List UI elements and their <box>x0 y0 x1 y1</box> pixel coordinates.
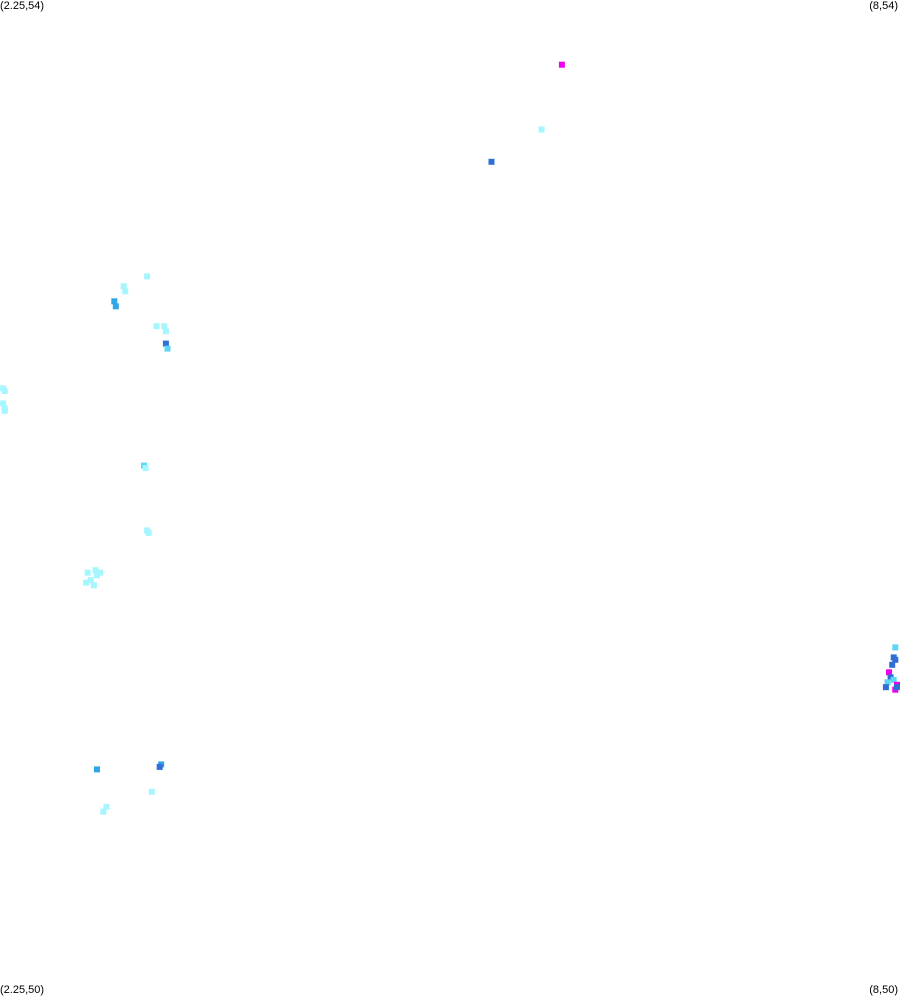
data-point-22 <box>92 567 99 574</box>
corner-label-top-left: (2.25,54) <box>0 0 45 12</box>
corner-label-top-right: (8,54) <box>869 0 898 12</box>
data-point-31 <box>892 656 899 663</box>
data-point-35 <box>890 676 897 683</box>
data-point-23 <box>94 572 100 579</box>
data-point-38 <box>882 684 889 691</box>
data-point-40 <box>893 684 900 691</box>
corner-label-bottom-right: (8,50) <box>869 984 898 996</box>
data-point-5 <box>122 288 129 295</box>
data-point-42 <box>156 763 163 770</box>
data-point-43 <box>94 766 100 773</box>
data-point-21 <box>145 529 152 536</box>
data-point-14 <box>1 387 8 394</box>
data-point-19 <box>142 465 149 472</box>
data-point-3 <box>144 273 151 280</box>
data-point-44 <box>148 788 155 795</box>
data-point-26 <box>87 577 94 584</box>
data-point-2 <box>488 158 495 165</box>
data-point-9 <box>161 323 168 330</box>
data-point-10 <box>162 328 169 335</box>
data-point-8 <box>153 323 160 330</box>
data-point-29 <box>892 644 899 651</box>
data-point-4 <box>120 283 127 290</box>
data-point-15 <box>0 400 7 407</box>
data-point-28 <box>90 582 97 589</box>
data-point-1 <box>538 126 545 133</box>
data-point-0 <box>558 61 565 68</box>
data-point-17 <box>1 407 8 414</box>
data-point-34 <box>887 674 894 681</box>
data-point-24 <box>97 569 104 576</box>
data-point-36 <box>884 679 891 686</box>
data-point-46 <box>100 808 107 815</box>
data-point-12 <box>164 345 171 352</box>
data-point-6 <box>111 298 118 305</box>
data-point-33 <box>886 669 892 676</box>
data-point-27 <box>83 579 90 586</box>
data-point-7 <box>112 303 119 310</box>
corner-label-bottom-left: (2.25,50) <box>0 984 45 996</box>
data-point-32 <box>889 661 896 668</box>
data-point-45 <box>103 803 110 810</box>
data-point-25 <box>84 569 91 576</box>
data-point-11 <box>162 340 169 347</box>
